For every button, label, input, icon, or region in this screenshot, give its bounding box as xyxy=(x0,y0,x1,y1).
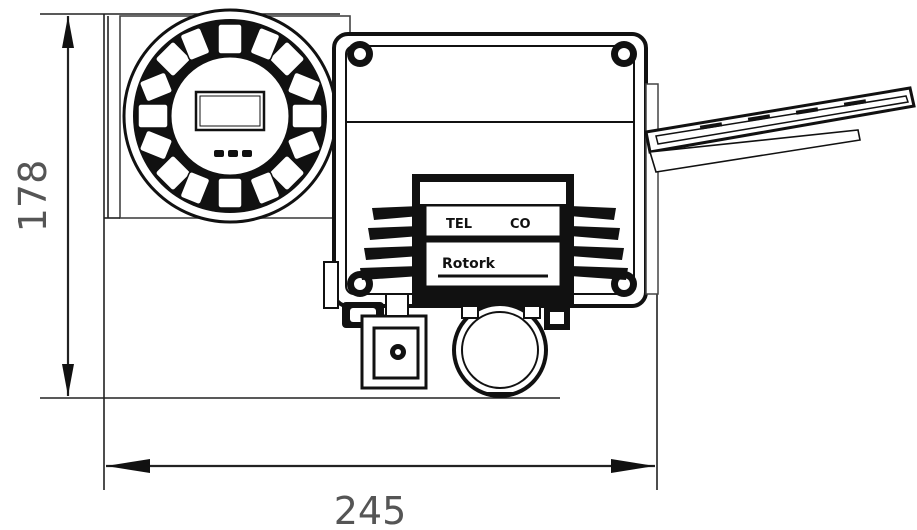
nameplate-brand-text: Rotork xyxy=(442,256,496,272)
nameplate-brand-area xyxy=(425,241,561,287)
cooling-fins xyxy=(360,206,628,280)
connector-neck xyxy=(385,293,409,317)
width-arrow-left xyxy=(106,459,150,473)
nameplate-label-area xyxy=(425,205,561,237)
port-clip-left xyxy=(461,305,479,319)
height-arrow-top xyxy=(62,16,74,48)
bottom-fittings xyxy=(323,261,570,398)
lcd-window xyxy=(194,90,266,132)
nameplate-top-strip xyxy=(420,182,566,204)
fins-left xyxy=(360,206,420,280)
width-label: 245 xyxy=(334,489,407,530)
display-buttons xyxy=(214,150,252,157)
lever-underside xyxy=(648,129,861,173)
housing-ring-tabs xyxy=(137,23,323,209)
width-arrow-right xyxy=(611,459,655,473)
height-label: 178 xyxy=(11,160,55,233)
port-clip-right xyxy=(523,305,541,319)
side-plate xyxy=(645,83,659,295)
height-dimension: 178 xyxy=(11,13,560,399)
nameplate-top-text: TEL xyxy=(446,217,472,232)
lever-slot xyxy=(655,95,909,145)
nameplate-top-text-right: CO xyxy=(510,217,531,232)
height-arrow-bottom xyxy=(62,364,74,396)
left-gland-stub xyxy=(323,261,339,309)
nameplate: TEL CO Rotork xyxy=(412,174,574,304)
lever-slot-marks xyxy=(699,99,867,130)
connector-screw-center xyxy=(395,349,401,355)
width-dimension: 245 xyxy=(103,14,658,530)
feedback-lever xyxy=(644,86,916,173)
right-gland-face xyxy=(550,312,564,324)
display-housing xyxy=(122,8,338,224)
round-port-inner xyxy=(461,311,539,389)
lcd-inner xyxy=(199,95,261,127)
fins-right xyxy=(570,206,628,280)
